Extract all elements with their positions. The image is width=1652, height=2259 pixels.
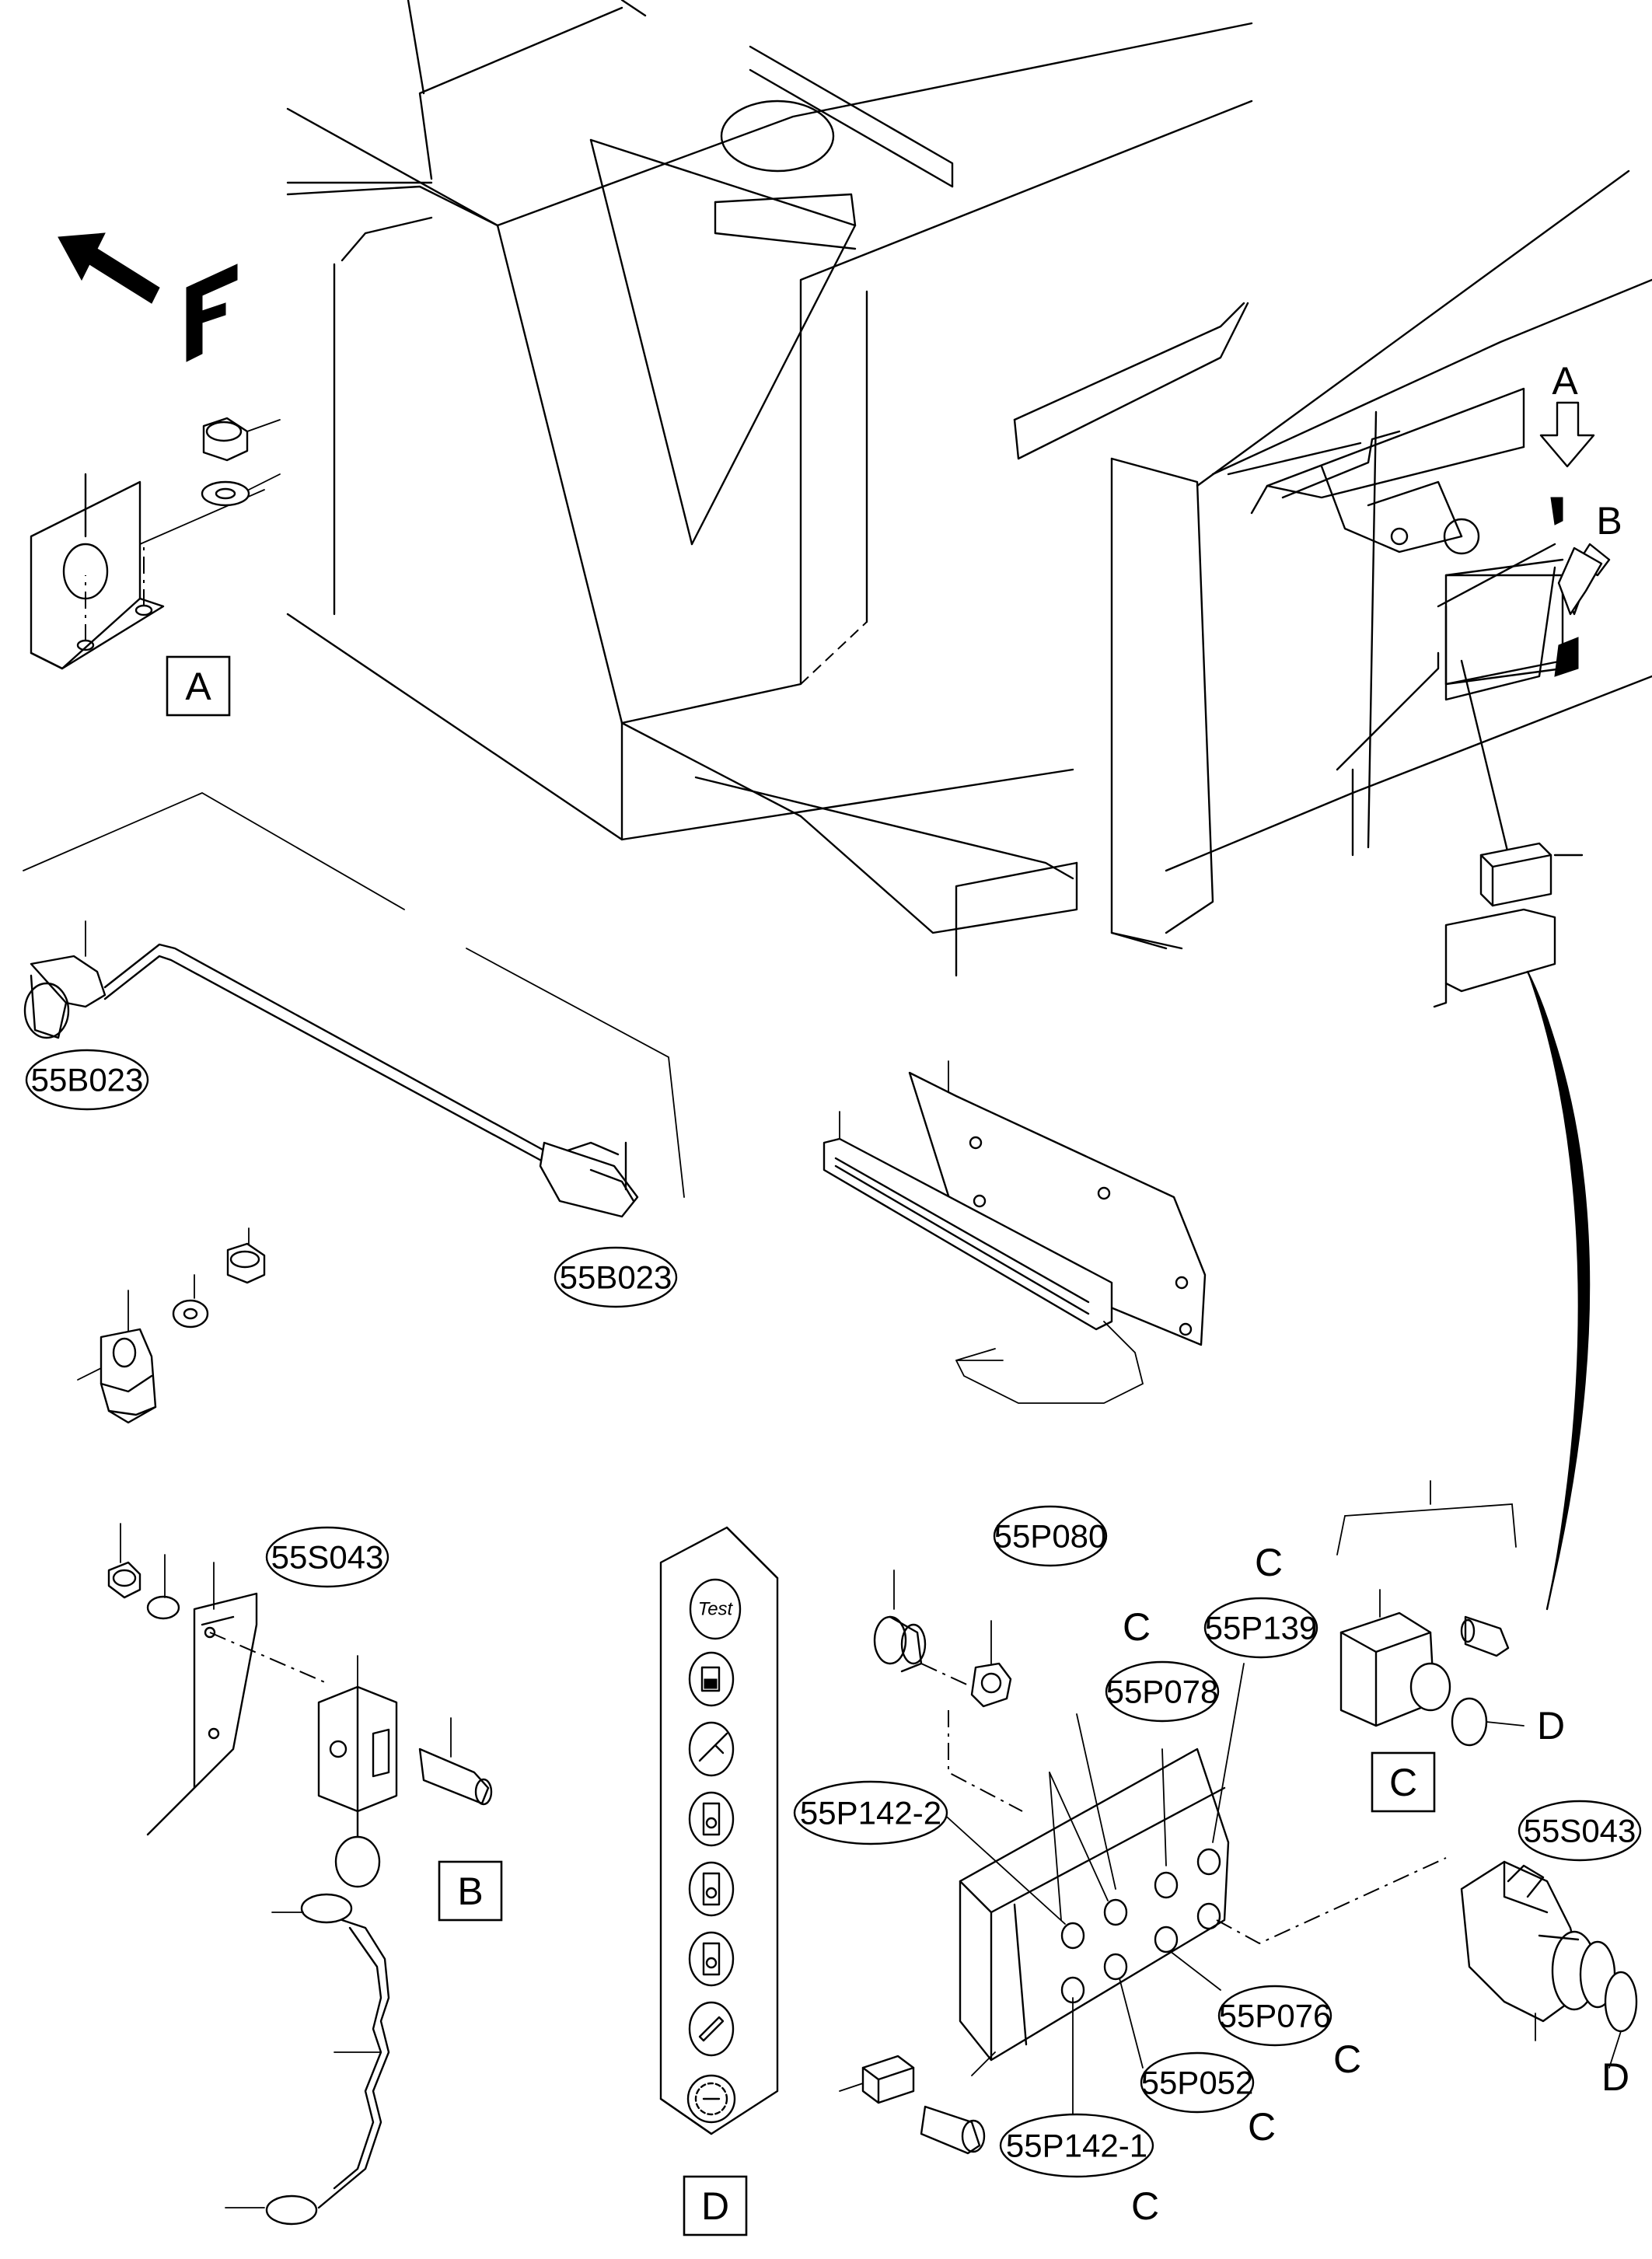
leader-lines	[940, 1663, 1447, 2115]
callout-55s043-switch: 55S043	[265, 1526, 389, 1588]
arrow-b-label: B	[1596, 499, 1622, 543]
callout-55p080: 55P080	[993, 1505, 1108, 1567]
socket-assembly	[1460, 1860, 1638, 2069]
lamp-icon	[688, 1861, 735, 1917]
callout-55b023-sensor: 55B023	[25, 1049, 149, 1111]
marker-c-p080: C	[1123, 1605, 1151, 1649]
svg-text:55B023: 55B023	[31, 1062, 144, 1098]
callout-55p139: 55P139	[1203, 1597, 1318, 1659]
callout-55p052: 55P052	[1140, 2051, 1255, 2114]
svg-text:55P078: 55P078	[1106, 1674, 1219, 1710]
grommet-nut	[873, 1569, 1023, 1812]
view-label-b: B	[438, 1860, 503, 1922]
machine-frame	[286, 0, 1652, 1008]
bracket-a	[30, 417, 281, 670]
lamp-icon	[688, 1931, 735, 1987]
svg-text:B: B	[457, 1870, 483, 1913]
fuel-icon	[688, 1651, 735, 1707]
svg-text:55P142-2: 55P142-2	[800, 1795, 941, 1831]
callout-55p142-1: 55P142-1	[999, 2113, 1154, 2178]
svg-text:55P142-1: 55P142-1	[1006, 2128, 1147, 2164]
view-arrows	[1539, 401, 1611, 616]
marker-c-p139: C	[1255, 1541, 1283, 1584]
view-label-a: A	[166, 655, 231, 717]
svg-text:55S043: 55S043	[271, 1539, 384, 1576]
svg-text:55P076: 55P076	[1219, 1998, 1332, 2034]
spacer-screw	[839, 2055, 986, 2155]
svg-text:A: A	[185, 665, 211, 708]
svg-text:55B023: 55B023	[560, 1259, 672, 1296]
callout-55b023-connector: 55B023	[554, 1246, 678, 1308]
svg-text:55P139: 55P139	[1205, 1610, 1318, 1646]
front-arrow-icon	[58, 232, 238, 362]
gear-icon	[686, 2074, 736, 2124]
connection-arrow	[1526, 970, 1591, 1611]
marker-d-switch: D	[1601, 2055, 1629, 2099]
svg-text:55S043: 55S043	[1524, 1813, 1636, 1849]
svg-text:55P052: 55P052	[1141, 2065, 1254, 2101]
callout-55p078: 55P078	[1105, 1660, 1220, 1723]
tool-icon	[688, 1721, 735, 1777]
switch-bracket-b	[107, 1523, 493, 2226]
test-label-icon: Test	[689, 1578, 742, 1640]
svg-text:55P080: 55P080	[994, 1518, 1107, 1555]
marker-d-view-c: D	[1537, 1704, 1565, 1747]
callout-55p142-2: 55P142-2	[793, 1780, 948, 1845]
clamp-assembly	[77, 1227, 266, 1424]
marker-c-p142-1: C	[1131, 2184, 1159, 2228]
arrow-a-label: A	[1552, 359, 1578, 403]
view-label-c: C	[1371, 1751, 1436, 1813]
lamp-icon	[688, 1791, 735, 1847]
bar-icon	[688, 2001, 735, 2057]
relay-c	[1336, 1480, 1525, 1747]
sensor-harness	[23, 791, 685, 1218]
test-label: Test	[698, 1599, 734, 1620]
callout-55s043-socket: 55S043	[1518, 1800, 1642, 1862]
switch-box	[959, 1747, 1230, 2076]
svg-text:D: D	[701, 2184, 729, 2228]
lamp-assembly	[823, 1060, 1207, 1404]
view-label-d: D	[683, 2175, 748, 2236]
marker-c-p076: C	[1333, 2037, 1361, 2081]
marker-c-p052: C	[1248, 2105, 1276, 2149]
callout-55p076: 55P076	[1217, 1985, 1332, 2047]
svg-text:C: C	[1389, 1761, 1417, 1804]
